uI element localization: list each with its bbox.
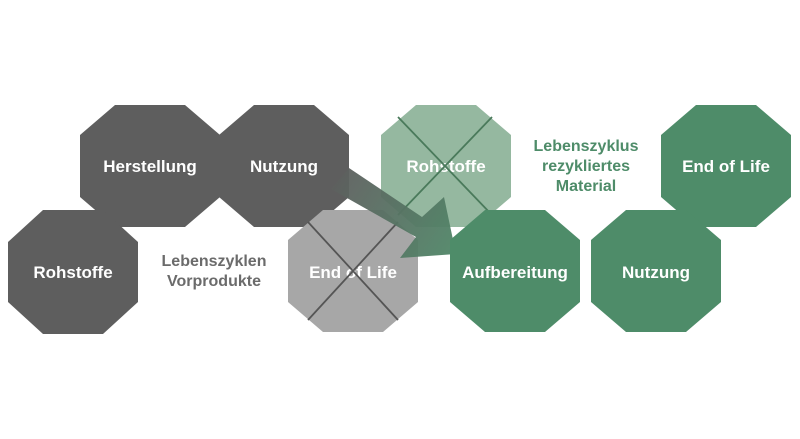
hexagon-label: Herstellung (103, 157, 197, 176)
hex-rohstoffe-grey: Rohstoffe (8, 210, 138, 334)
hex-aufbereitung: Aufbereitung (450, 210, 580, 332)
hex-end-of-life-crossed: End of Life (288, 210, 418, 332)
hexagon-shape (450, 210, 580, 332)
hexagon-label: End of Life (309, 263, 397, 282)
hexagon-label: Nutzung (622, 263, 690, 282)
group-label-line: Vorprodukte (167, 273, 261, 290)
transition-arrow (331, 168, 456, 258)
label-recycled-lifecycle: Lebenszyklus rezykliertes Material (534, 138, 639, 195)
hexagon-shape (219, 105, 349, 227)
group-label-line: Material (556, 178, 616, 195)
hexagon-label: Rohstoffe (33, 263, 112, 282)
hexagon-shape (8, 210, 138, 334)
hex-rohstoffe-crossed: Rohstoffe (381, 105, 511, 227)
hexagon-shape (661, 105, 791, 227)
cross-line (397, 116, 493, 216)
hex-end-of-life-green: End of Life (661, 105, 791, 227)
hex-nutzung-grey: Nutzung (219, 105, 349, 227)
group-label-line: Lebenszyklus (534, 138, 639, 155)
hexagon-label: End of Life (682, 157, 770, 176)
hex-nutzung-green: Nutzung (591, 210, 721, 332)
label-predecessor-lifecycles: Lebenszyklen Vorprodukte (162, 253, 267, 290)
hexagon-label: Nutzung (250, 157, 318, 176)
group-label-line: rezykliertes (542, 158, 630, 175)
cross-line (307, 221, 399, 321)
hex-herstellung: Herstellung (80, 105, 220, 227)
group-label-line: Lebenszyklen (162, 253, 267, 270)
hexagon-shape (80, 105, 220, 227)
hexagon-label: Aufbereitung (462, 263, 568, 282)
hexagon-shape (591, 210, 721, 332)
arrow-shape (331, 168, 456, 258)
